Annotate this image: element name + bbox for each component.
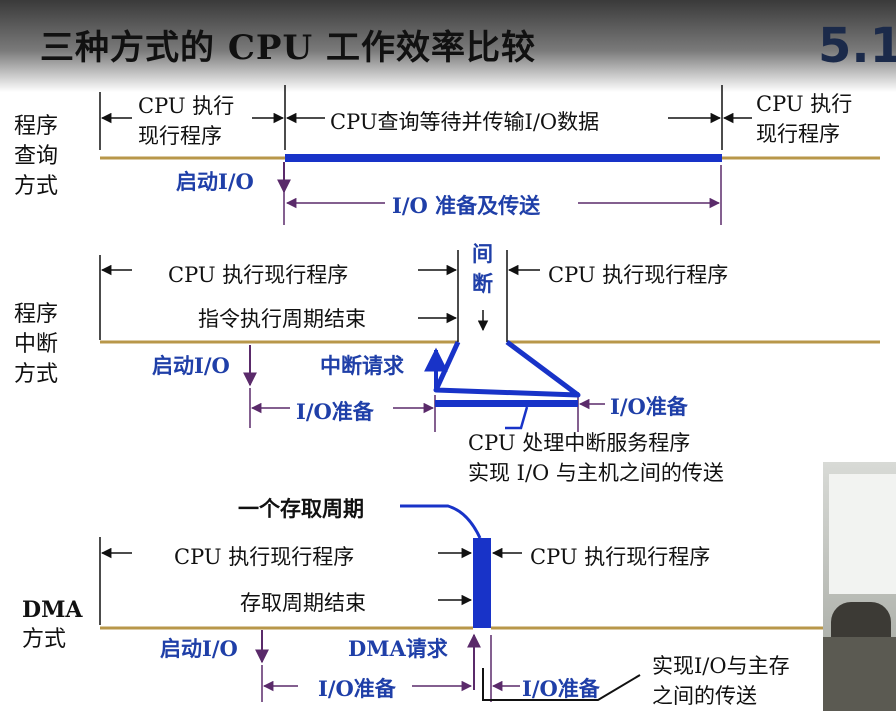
query-start-io: 启动I/O	[176, 169, 254, 194]
query-cpu-run-left-1: CPU 执行	[138, 94, 235, 118]
slide-number: 5.1	[818, 18, 896, 74]
interrupt-side-label: 程序 中断 方式	[14, 302, 59, 387]
query-side-label: 程序 查询 方式	[14, 114, 59, 199]
query-cpu-run-right-2: 现行程序	[756, 122, 840, 146]
program-query-section	[99, 85, 880, 225]
dma-io-prepare-left: I/O准备	[318, 676, 396, 701]
dma-cpu-run-left: CPU 执行现行程序	[174, 545, 355, 569]
interrupt-service-2: 实现 I/O 与主机之间的传送	[468, 461, 724, 485]
dma-io-prepare-right: I/O准备	[522, 676, 600, 701]
video-desk	[823, 637, 896, 711]
dma-transfer-2: 之间的传送	[652, 684, 757, 708]
dma-cycle-end: 存取周期结束	[240, 591, 366, 615]
video-screen	[829, 474, 896, 594]
query-cpu-run-left-2: 现行程序	[138, 124, 222, 148]
interrupt-service-bar	[435, 400, 578, 407]
presenter-video	[823, 462, 896, 711]
interrupt-start-io: 启动I/O	[152, 353, 230, 378]
program-interrupt-section	[99, 250, 880, 432]
interrupt-gap-1: 间	[472, 241, 493, 266]
interrupt-cpu-run-right: CPU 执行现行程序	[548, 263, 729, 287]
interrupt-io-prepare-right: I/O准备	[610, 394, 688, 419]
interrupt-request: 中断请求	[320, 353, 404, 378]
query-wait-bar	[285, 154, 722, 162]
query-cpu-wait: CPU查询等待并传输I/O数据	[330, 110, 600, 134]
interrupt-service-1: CPU 处理中断服务程序	[468, 431, 691, 455]
back-arrow-icon[interactable]	[52, 88, 92, 124]
dma-section	[99, 504, 823, 702]
title-bar	[0, 0, 896, 92]
dma-cpu-run-right: CPU 执行现行程序	[530, 545, 711, 569]
dma-access-cycle-bar	[473, 538, 491, 628]
interrupt-gap-2: 断	[472, 271, 493, 296]
dma-request: DMA请求	[348, 636, 448, 661]
interrupt-cpu-run-left: CPU 执行现行程序	[168, 263, 349, 287]
interrupt-instruction-end: 指令执行周期结束	[198, 307, 366, 331]
query-io-prepare-transfer: I/O 准备及传送	[392, 193, 541, 218]
dma-side-label: DMA	[22, 597, 83, 623]
dma-start-io: 启动I/O	[160, 636, 238, 661]
dma-transfer-1: 实现I/O与主存	[652, 654, 790, 678]
dma-side-label-2: 方式	[22, 627, 67, 652]
dma-access-cycle: 一个存取周期	[238, 496, 364, 521]
query-cpu-run-right-1: CPU 执行	[756, 92, 853, 116]
page-title: 三种方式的 CPU 工作效率比较	[40, 28, 536, 68]
interrupt-io-prepare-left: I/O准备	[296, 399, 374, 424]
